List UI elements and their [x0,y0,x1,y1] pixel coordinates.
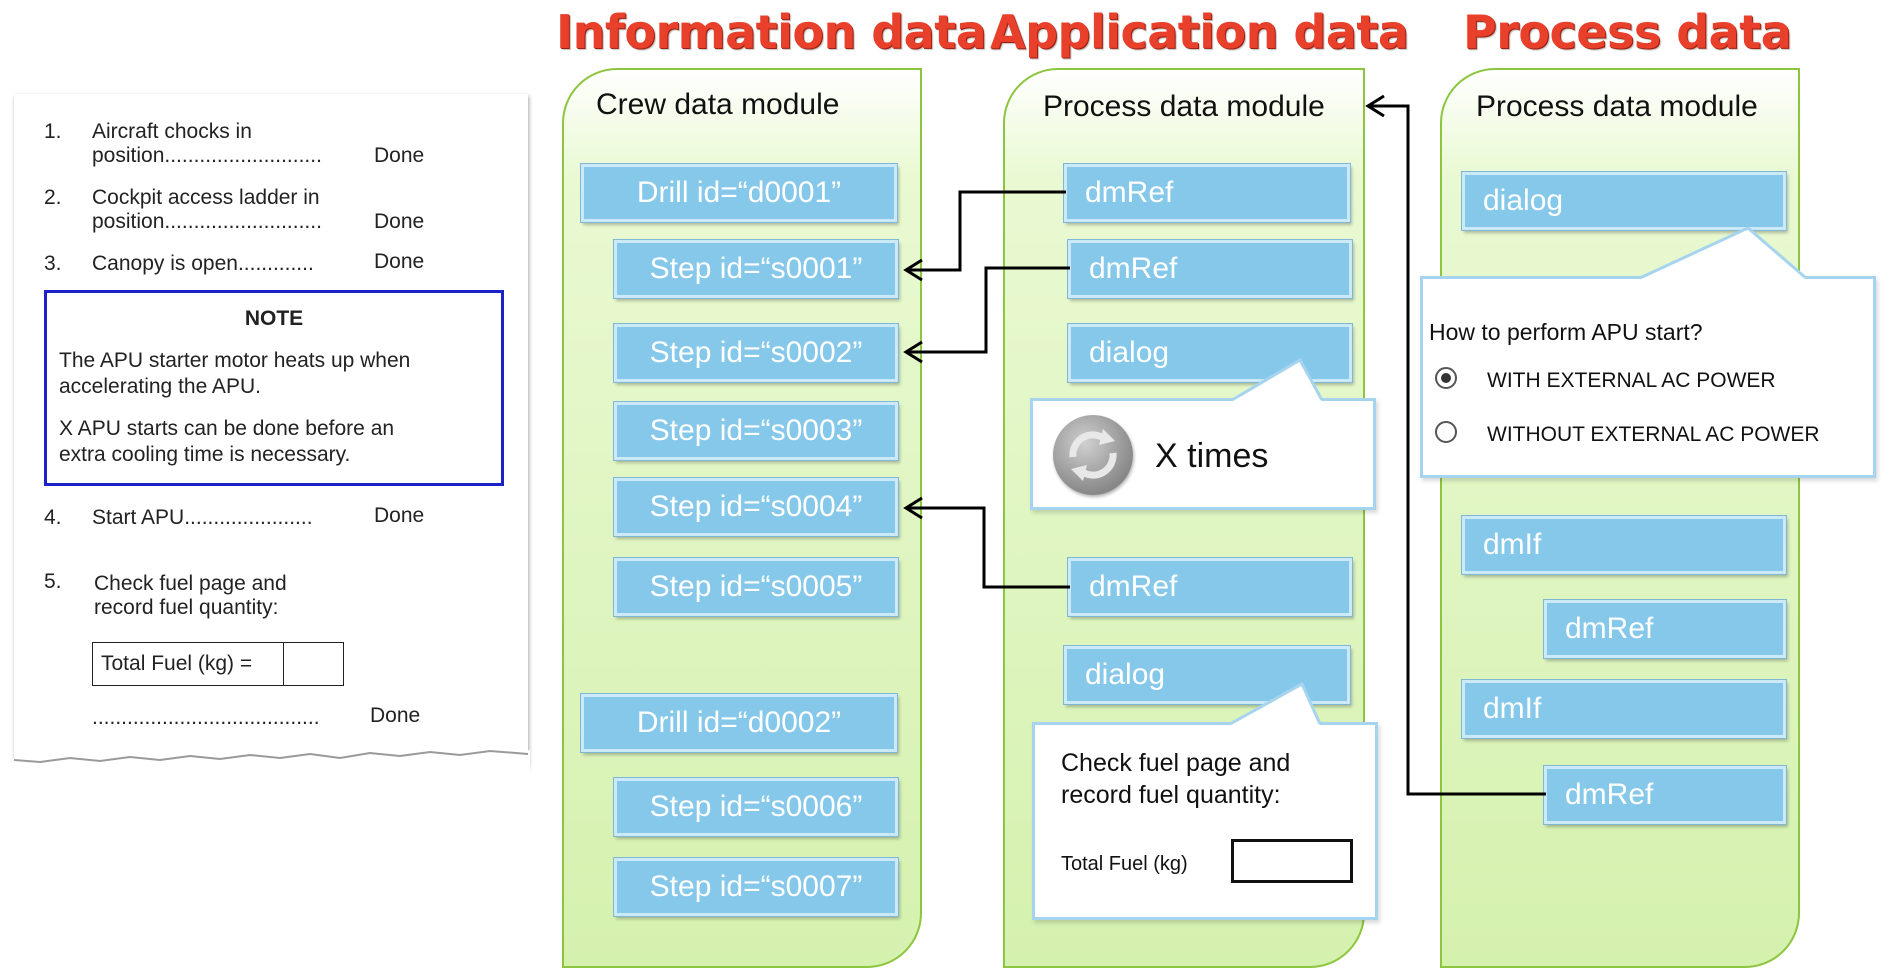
item-2-status: Done [374,210,425,233]
total-fuel-label: Total Fuel (kg) = [101,652,253,675]
step-s0006: Step id=“s0006” [614,778,898,836]
note-box: NOTE The APU starter motor heats up when… [44,290,504,486]
repeat-label: X times [1155,437,1269,475]
radio-without-external-ac-power[interactable] [1435,421,1457,443]
note-p1-line2: accelerating the APU. [59,375,261,398]
item-5-line1: Check fuel page and [94,572,287,595]
app-dialog-2: dialog [1064,646,1350,704]
app-dialog-1: dialog [1068,324,1352,382]
item-4-number: 4. [44,506,62,529]
process-dmref-1: dmRef [1544,600,1786,658]
note-p2-line2: extra cooling time is necessary. [59,443,351,466]
item-5-line2: record fuel quantity: [94,596,279,619]
item-1-line2: position........................... [92,144,322,167]
item-5-number: 5. [44,570,62,593]
document-excerpt: 1. Aircraft chocks in position..........… [14,94,528,766]
app-dmref-3: dmRef [1068,558,1352,616]
crew-module-title: Crew data module [596,88,840,121]
step-s0003: Step id=“s0003” [614,402,898,460]
fuel-callout-field-label: Total Fuel (kg) [1061,853,1188,875]
repeat-callout: X times [1030,398,1376,510]
note-title: NOTE [244,307,304,330]
option-without-external-ac-power: WITHOUT EXTERNAL AC POWER [1487,423,1820,446]
drill-d0002: Drill id=“d0002” [581,694,897,752]
item-4-status: Done [374,504,425,527]
item-2-line2: position........................... [92,210,322,233]
total-fuel-field[interactable]: Total Fuel (kg) = [92,642,344,686]
fuel-callout-line2: record fuel quantity: [1061,781,1281,809]
app-dmref-2: dmRef [1068,240,1352,298]
item-3-line1: Canopy is open............. [92,252,314,275]
repeat-icon [1053,415,1133,495]
step-s0001: Step id=“s0001” [614,240,898,298]
fuel-callout-input[interactable] [1231,839,1353,883]
radio-with-external-ac-power[interactable] [1435,367,1457,389]
step-s0007: Step id=“s0007” [614,858,898,916]
heading-application-data: Application data [990,5,1409,59]
option-with-external-ac-power: WITH EXTERNAL AC POWER [1487,369,1776,392]
app-module-title: Process data module [1043,90,1325,123]
item-3-number: 3. [44,252,62,275]
heading-information-data: Information data [556,5,987,59]
fuel-callout-line1: Check fuel page and [1061,749,1291,777]
item-2-line1: Cockpit access ladder in [92,186,320,209]
item-1-line1: Aircraft chocks in [92,120,252,143]
item-1-status: Done [374,144,425,167]
app-dmref-1: dmRef [1064,164,1350,222]
total-fuel-input[interactable] [283,643,284,685]
process-module-title: Process data module [1476,90,1758,123]
step-s0005: Step id=“s0005” [614,558,898,616]
step-s0004: Step id=“s0004” [614,478,898,536]
process-dmif-1: dmIf [1462,516,1786,574]
process-dialog-callout: How to perform APU start? WITH EXTERNAL … [1420,276,1876,478]
process-dmif-2: dmIf [1462,680,1786,738]
item-3-status: Done [374,250,425,273]
process-dialog: dialog [1462,172,1786,230]
dialog-question: How to perform APU start? [1429,319,1703,345]
process-dmref-2: dmRef [1544,766,1786,824]
final-dotted-line: ....................................... [92,706,320,729]
heading-process-data: Process data [1463,5,1792,59]
item-4-line1: Start APU...................... [92,506,313,529]
fuel-callout: Check fuel page and record fuel quantity… [1032,722,1378,920]
step-s0002: Step id=“s0002” [614,324,898,382]
note-p2-line1: X APU starts can be done before an [59,417,395,440]
item-1-number: 1. [44,120,62,143]
note-p1-line1: The APU starter motor heats up when [59,349,411,372]
final-status: Done [370,704,421,727]
drill-d0001: Drill id=“d0001” [581,164,897,222]
item-2-number: 2. [44,186,62,209]
